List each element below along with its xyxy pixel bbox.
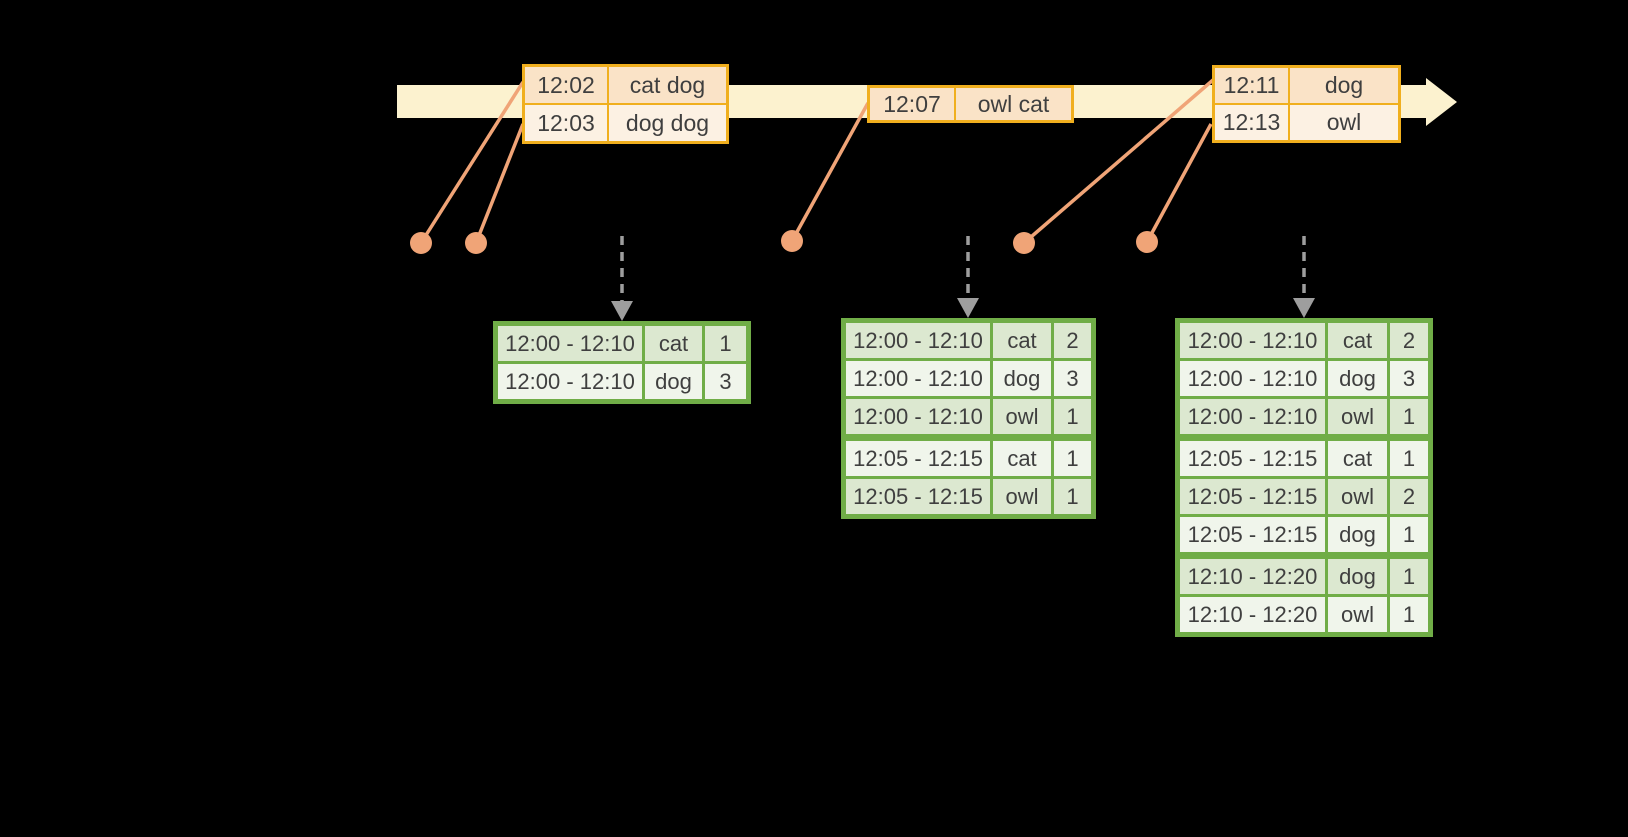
count-cell: 1 xyxy=(1054,399,1091,434)
table-row: 12:00 - 12:10 dog 3 xyxy=(846,361,1091,396)
word-cell: cat xyxy=(645,326,702,361)
count-cell: 3 xyxy=(1054,361,1091,396)
word-cell: dog xyxy=(1328,517,1387,552)
window-cell: 12:05 - 12:15 xyxy=(1180,479,1325,514)
window-cell: 12:10 - 12:20 xyxy=(1180,597,1325,632)
count-cell: 3 xyxy=(1390,361,1428,396)
word-cell: cat xyxy=(1328,323,1387,358)
window-cell: 12:10 - 12:20 xyxy=(1180,559,1325,594)
table-row: 12:00 - 12:10 owl 1 xyxy=(1180,399,1428,434)
arrow-down-icon xyxy=(957,298,979,318)
event-words-cell: owl xyxy=(1290,105,1398,140)
event-table: 12:11 dog 12:13 owl xyxy=(1212,65,1401,143)
table-row: 12:05 - 12:15 owl 1 xyxy=(846,479,1091,514)
table-row: 12:10 - 12:20 dog 1 xyxy=(1180,559,1428,594)
count-cell: 1 xyxy=(1054,479,1091,514)
event-words-cell: dog dog xyxy=(609,105,726,141)
word-cell: dog xyxy=(645,364,702,399)
window-cell: 12:00 - 12:10 xyxy=(498,326,642,361)
table-row: 12:00 - 12:10 owl 1 xyxy=(846,399,1091,434)
event-time-cell: 12:02 xyxy=(525,67,607,103)
event-dot-icon xyxy=(410,232,432,254)
count-cell: 1 xyxy=(1390,597,1428,632)
window-cell: 12:05 - 12:15 xyxy=(846,479,990,514)
word-cell: owl xyxy=(993,399,1051,434)
table-row: 12:05 - 12:15 dog 1 xyxy=(1180,517,1428,552)
window-cell: 12:00 - 12:10 xyxy=(498,364,642,399)
count-cell: 2 xyxy=(1054,323,1091,358)
connector-line xyxy=(474,123,525,244)
table-row: 12:10 - 12:20 owl 1 xyxy=(1180,597,1428,632)
event-words-cell: dog xyxy=(1290,68,1398,103)
word-cell: owl xyxy=(1328,399,1387,434)
window-cell: 12:00 - 12:10 xyxy=(846,323,990,358)
connector-line xyxy=(790,102,870,242)
event-time-cell: 12:13 xyxy=(1215,105,1288,140)
event-dot-icon xyxy=(781,230,803,252)
count-cell: 1 xyxy=(705,326,746,361)
word-cell: owl xyxy=(1328,597,1387,632)
word-cell: owl xyxy=(1328,479,1387,514)
word-cell: cat xyxy=(993,323,1051,358)
count-cell: 1 xyxy=(1054,441,1091,476)
arrow-down-icon xyxy=(1293,298,1315,318)
event-words-cell: owl cat xyxy=(956,88,1071,120)
window-cell: 12:05 - 12:15 xyxy=(1180,441,1325,476)
table-row: 12:05 - 12:15 owl 2 xyxy=(1180,479,1428,514)
word-cell: dog xyxy=(1328,361,1387,396)
count-cell: 3 xyxy=(705,364,746,399)
result-table: 12:00 - 12:10 cat 2 12:00 - 12:10 dog 3 … xyxy=(1175,318,1433,637)
window-cell: 12:00 - 12:10 xyxy=(1180,361,1325,396)
table-row: 12:07 owl cat xyxy=(870,88,1071,120)
table-row: 12:00 - 12:10 dog 3 xyxy=(1180,361,1428,396)
arrow-right-icon xyxy=(1426,78,1457,126)
event-dot-icon xyxy=(465,232,487,254)
count-cell: 2 xyxy=(1390,323,1428,358)
table-row: 12:13 owl xyxy=(1215,105,1398,140)
count-cell: 1 xyxy=(1390,441,1428,476)
count-cell: 2 xyxy=(1390,479,1428,514)
event-words-cell: cat dog xyxy=(609,67,726,103)
result-table: 12:00 - 12:10 cat 1 12:00 - 12:10 dog 3 xyxy=(493,321,751,404)
window-cell: 12:05 - 12:15 xyxy=(846,441,990,476)
word-cell: cat xyxy=(993,441,1051,476)
event-table: 12:02 cat dog 12:03 dog dog xyxy=(522,64,729,144)
event-time-cell: 12:03 xyxy=(525,105,607,141)
word-cell: owl xyxy=(993,479,1051,514)
count-cell: 1 xyxy=(1390,517,1428,552)
event-dot-icon xyxy=(1136,231,1158,253)
connector-line xyxy=(1145,123,1213,243)
window-cell: 12:00 - 12:10 xyxy=(1180,323,1325,358)
window-cell: 12:00 - 12:10 xyxy=(846,399,990,434)
table-row: 12:00 - 12:10 cat 2 xyxy=(1180,323,1428,358)
window-cell: 12:00 - 12:10 xyxy=(1180,399,1325,434)
table-row: 12:11 dog xyxy=(1215,68,1398,103)
window-cell: 12:05 - 12:15 xyxy=(1180,517,1325,552)
event-time-cell: 12:11 xyxy=(1215,68,1288,103)
window-cell: 12:00 - 12:10 xyxy=(846,361,990,396)
word-cell: cat xyxy=(1328,441,1387,476)
word-cell: dog xyxy=(993,361,1051,396)
event-time-cell: 12:07 xyxy=(870,88,954,120)
table-row: 12:03 dog dog xyxy=(525,105,726,141)
table-row: 12:00 - 12:10 cat 2 xyxy=(846,323,1091,358)
count-cell: 1 xyxy=(1390,399,1428,434)
table-row: 12:02 cat dog xyxy=(525,67,726,103)
count-cell: 1 xyxy=(1390,559,1428,594)
event-table: 12:07 owl cat xyxy=(867,85,1074,123)
arrow-down-icon xyxy=(611,301,633,321)
table-row: 12:00 - 12:10 cat 1 xyxy=(498,326,746,361)
table-row: 12:05 - 12:15 cat 1 xyxy=(1180,441,1428,476)
word-cell: dog xyxy=(1328,559,1387,594)
table-row: 12:05 - 12:15 cat 1 xyxy=(846,441,1091,476)
result-table: 12:00 - 12:10 cat 2 12:00 - 12:10 dog 3 … xyxy=(841,318,1096,519)
event-dot-icon xyxy=(1013,232,1035,254)
table-row: 12:00 - 12:10 dog 3 xyxy=(498,364,746,399)
